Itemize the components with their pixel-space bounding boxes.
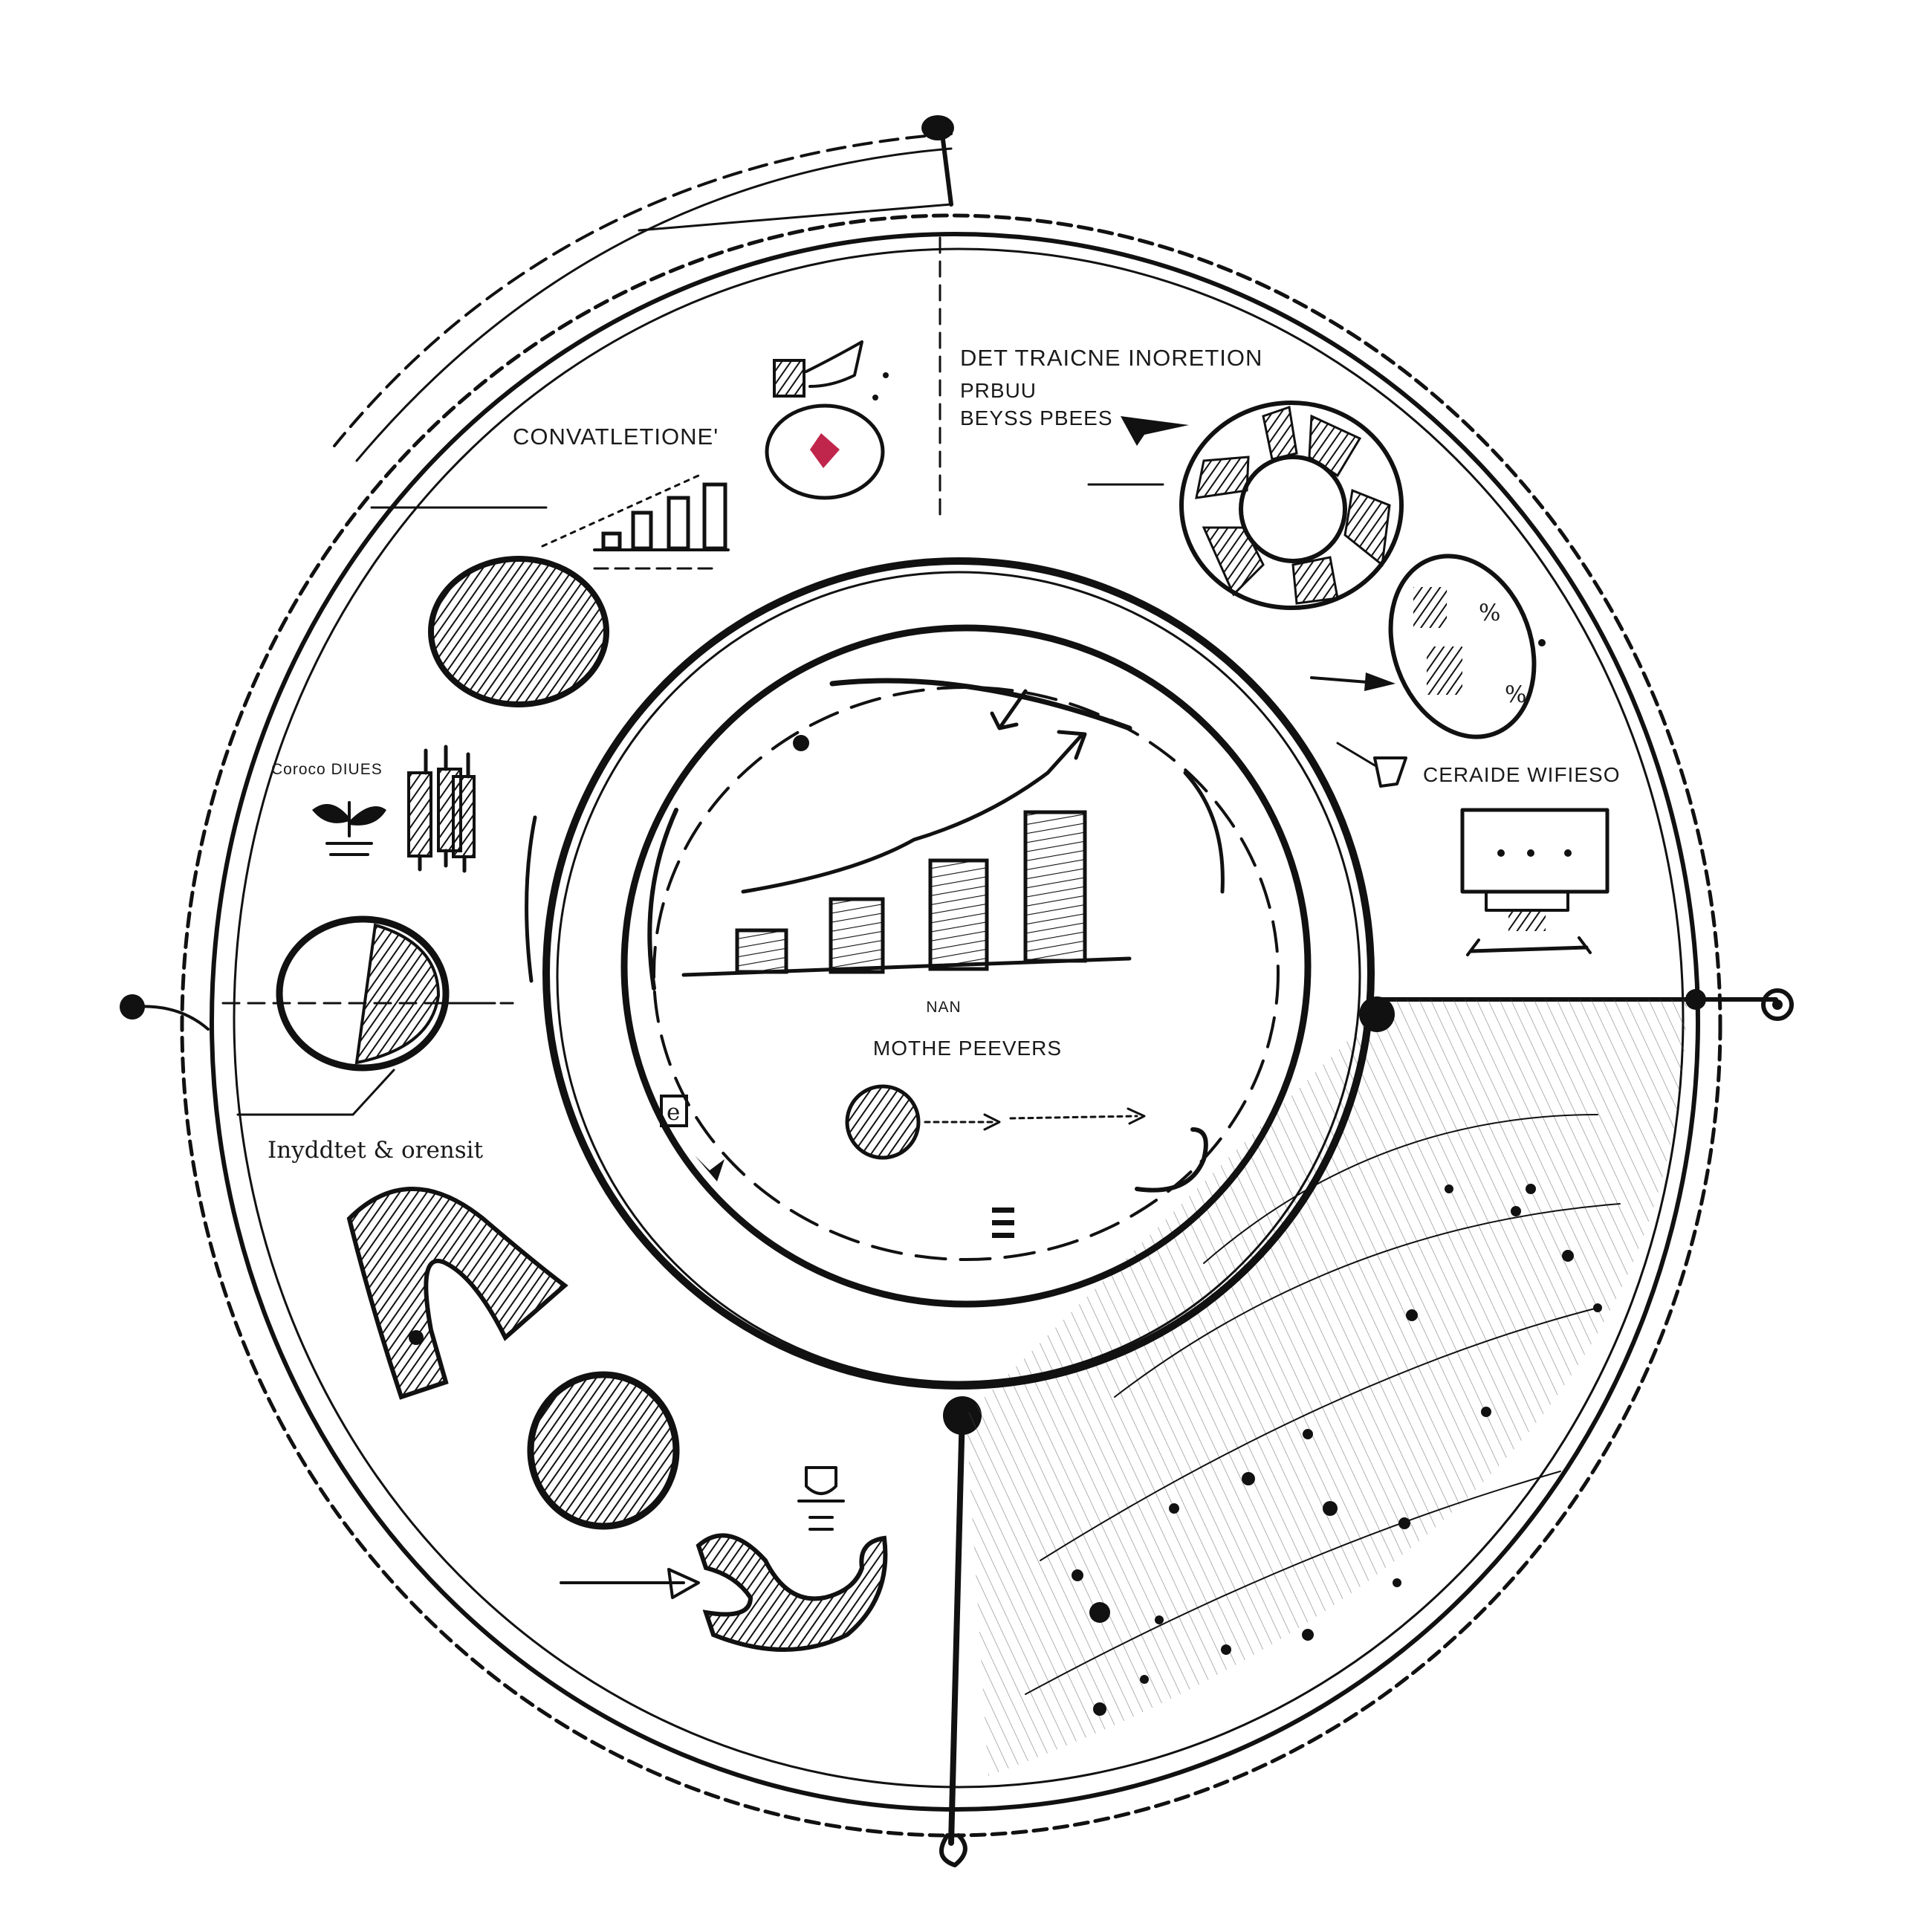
central-bar: [829, 897, 885, 974]
center-main-label: NAN: [926, 999, 961, 1016]
central-chart: [647, 678, 1225, 991]
equals-icon: [992, 1208, 1014, 1238]
top-pin: [638, 115, 954, 232]
monitor-icon: [1460, 808, 1610, 956]
shield-icon: [797, 1466, 845, 1531]
percent-chart-icon: % %: [1388, 554, 1546, 739]
yarn-ball-icon: [845, 1084, 1146, 1160]
hook-icon: [560, 1533, 888, 1652]
top-center-label: CONVATLETIONE': [513, 424, 719, 450]
center-box: e: [660, 1095, 724, 1181]
arrow-to-percent-icon: [1310, 672, 1395, 767]
left-small-label: Coroco DIUES: [271, 761, 383, 778]
arrow-right-icon: [1087, 416, 1189, 486]
compass-icon: [765, 340, 889, 500]
central-bar: [735, 928, 788, 974]
right-mid-label: CERAIDE WIFIESO: [1423, 763, 1620, 786]
right-mid-flag-icon: [1373, 756, 1407, 788]
hook-small-icon: [1135, 1127, 1208, 1193]
svg-text:%: %: [1479, 600, 1500, 626]
center-sub-label: MOTHE PEEVERS: [873, 1037, 1062, 1060]
center-box-label: e: [667, 1099, 680, 1126]
shaded-quadrant: [966, 999, 1687, 1776]
vertical-axis: [939, 236, 982, 1867]
central-bar: [1023, 810, 1087, 963]
left-leaders: [429, 815, 537, 1005]
top-right-line3: BEYSS PBEES: [960, 406, 1113, 429]
horseshoe-icon: [346, 1187, 568, 1400]
top-right-line2: PRBUU: [960, 379, 1037, 402]
hatched-circle-bottom-icon: [527, 1371, 680, 1530]
plant-icon: [312, 801, 386, 856]
central-bar: [928, 858, 989, 971]
segmented-ring-icon: [1179, 401, 1404, 610]
small-bar-chart-icon: [541, 474, 730, 570]
top-right-title: DET TRAICNE INORETION: [960, 345, 1262, 371]
pie-chart-icon: [236, 915, 450, 1116]
svg-text:%: %: [1505, 681, 1526, 708]
hatched-circle-icon: [428, 556, 609, 707]
left-lower-label: Inyddtet & orensit: [268, 1137, 484, 1164]
candlestick-icon: [407, 745, 476, 873]
